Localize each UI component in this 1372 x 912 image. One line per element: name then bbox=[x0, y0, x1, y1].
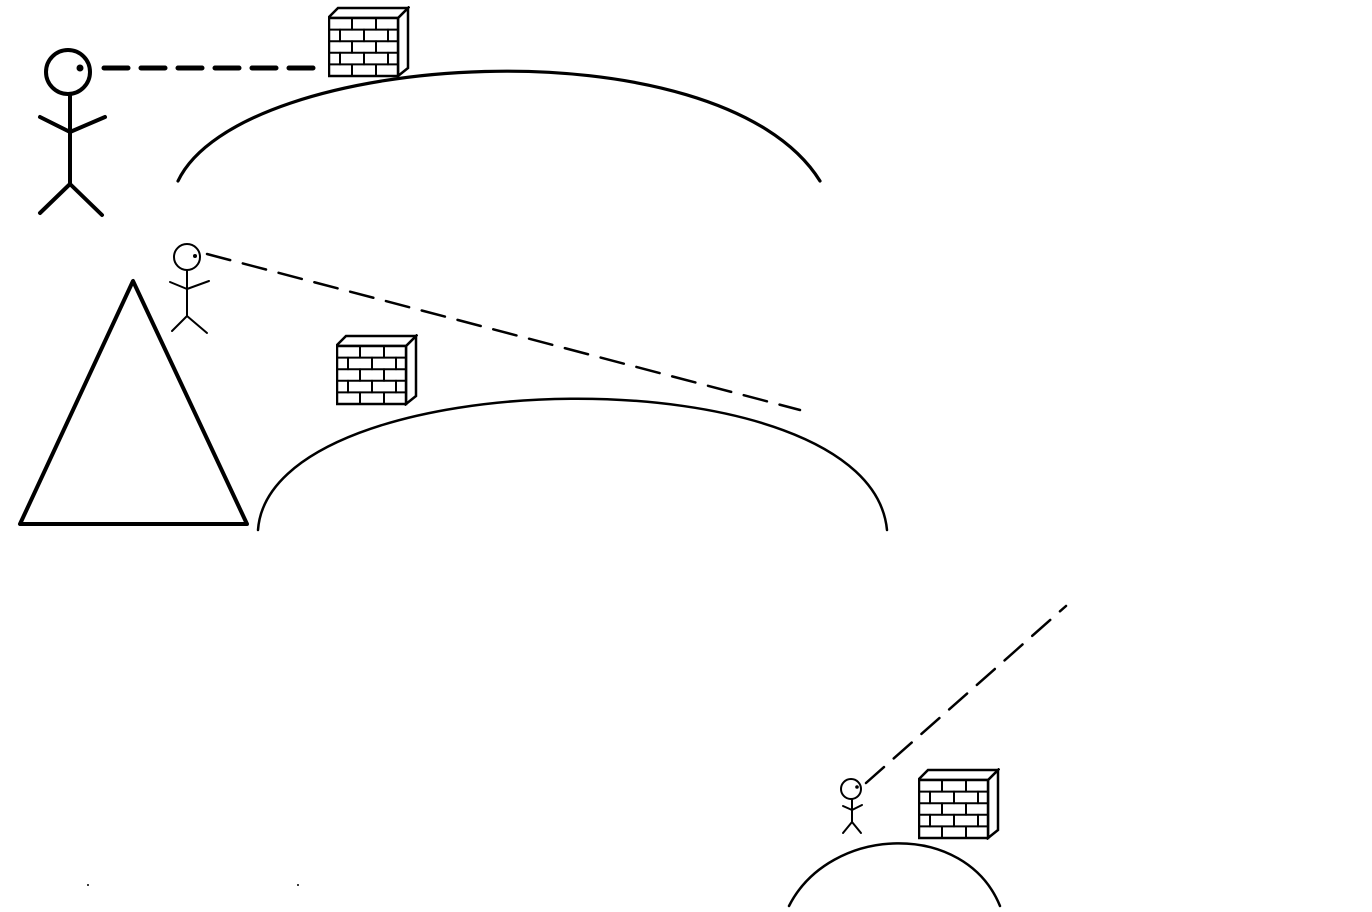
small-figure-legs bbox=[842, 821, 862, 834]
triangle-mountain bbox=[18, 279, 249, 526]
medium-stick-figure bbox=[169, 243, 210, 334]
medium-figure-legs bbox=[171, 315, 208, 334]
small-observer-scene bbox=[787, 604, 1068, 908]
mountain-observer-scene bbox=[18, 243, 889, 532]
medium-line-of-sight bbox=[205, 252, 802, 412]
large-figure-legs bbox=[38, 182, 104, 217]
small-figure-head bbox=[840, 778, 862, 800]
large-figure-head bbox=[44, 48, 92, 96]
small-hill-arc bbox=[787, 842, 1002, 908]
brick-wall-icon-top bbox=[328, 6, 410, 78]
large-figure-eye bbox=[76, 64, 84, 72]
small-figure-arms bbox=[842, 804, 863, 811]
small-figure-eye bbox=[855, 785, 859, 789]
large-hill-arc bbox=[176, 69, 822, 183]
medium-figure-arms bbox=[169, 280, 210, 290]
brick-wall-icon-middle bbox=[336, 334, 418, 406]
medium-figure-eye bbox=[193, 254, 197, 258]
small-stick-figure bbox=[840, 778, 863, 834]
brick-wall-icon-bottom bbox=[918, 768, 1000, 840]
large-stick-figure bbox=[38, 48, 107, 217]
stray-speck bbox=[297, 884, 299, 886]
large-figure-arms bbox=[38, 115, 107, 134]
medium-hill-arc bbox=[256, 397, 889, 532]
stray-speck bbox=[87, 884, 89, 886]
small-line-of-sight bbox=[864, 604, 1068, 785]
large-observer-scene bbox=[38, 6, 822, 217]
